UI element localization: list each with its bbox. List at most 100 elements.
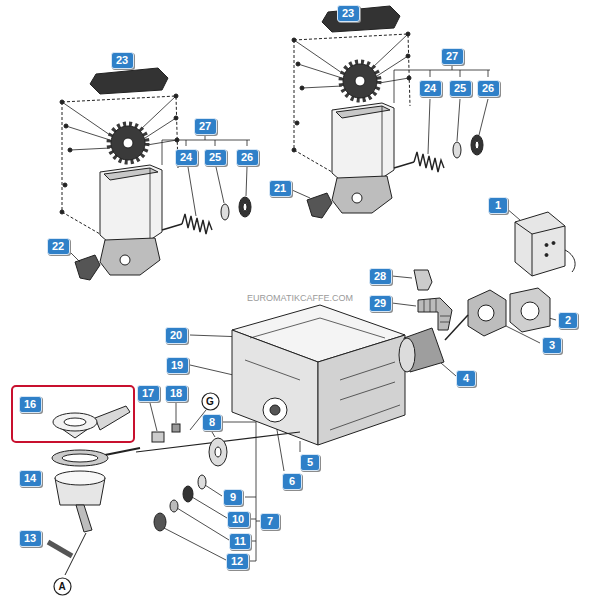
callout-number: 11 [234,535,246,548]
callout-number: 27 [446,50,458,63]
callout-number: 10 [227,511,250,528]
callout-number: 5 [307,456,313,469]
callout-number: 18 [170,387,182,400]
hopper-base [100,238,160,275]
callout-number: 3 [542,337,562,354]
callout-number: 14 [19,470,42,487]
watermark: EUROMATIKCAFFE.COM [247,293,353,304]
hopper-assembly [60,68,251,280]
reference-letter: A [58,580,65,593]
hopper-assembly [292,6,483,218]
callout-number: 24 [175,149,198,166]
nut-hole [243,203,247,211]
callout-number: 16 [24,398,36,411]
housing-hole [270,405,280,415]
funnel [53,413,97,431]
callout-number: 17 [142,387,154,400]
callout-number: 14 [24,472,36,485]
callout-number: 21 [274,182,286,195]
spring [182,214,212,234]
ring [221,204,229,220]
callout-number: 19 [166,357,189,374]
gear-plate [510,288,550,332]
callout-number: 4 [456,370,476,387]
callout-number: 23 [116,54,128,67]
callout-number: 12 [226,553,249,570]
callout-number: 3 [549,339,555,352]
highlight-frame [12,386,134,442]
housing-hole [263,398,287,422]
callout-number: 24 [419,80,442,97]
hopper-body [100,165,162,242]
callout-number: 26 [236,149,259,166]
callout-number: 9 [223,489,243,506]
callout-number: 18 [165,385,188,402]
callout-number: 1 [495,199,501,212]
callout-number: 7 [267,515,273,528]
callout-number: 29 [374,297,386,310]
drum-end [399,338,415,372]
funnel-mouth [64,418,86,426]
pin [48,542,72,556]
gearbox-hole [478,305,494,321]
callout-number: 6 [289,475,295,488]
disc [209,438,227,466]
gear [111,126,145,160]
hose-ribs [424,299,450,322]
hose [418,298,452,330]
motor-edge [515,222,565,276]
leader-lines [70,66,556,561]
callout-number: 25 [454,82,466,95]
callout-number: 11 [229,533,251,550]
housing-front [232,330,318,445]
motor [515,212,565,276]
callout-number: 7 [260,513,280,530]
funnel-handle [95,406,130,430]
callout-number: 19 [171,359,183,372]
elbow [414,270,432,290]
callout-number: 5 [300,454,320,471]
disc-hole [215,447,221,457]
ring [52,450,108,466]
ring-arm [105,448,140,455]
callout-number: 27 [194,118,217,135]
motor-dots [545,242,555,257]
callout-number: 26 [482,82,494,95]
callout-number: 4 [463,372,469,385]
callout-number: 25 [204,149,227,166]
callout-number: 24 [424,82,436,95]
callout-number: 20 [170,329,182,342]
lid-grip [90,68,168,94]
ring-hole [62,454,98,462]
callout-number: 6 [282,473,302,490]
callout-number: 16 [19,396,42,413]
motor-cable [565,250,575,272]
callout-number: 23 [337,5,360,22]
callout-number: 25 [449,80,472,97]
gear-hub [123,138,133,148]
spout [76,505,92,532]
gearbox [468,290,506,336]
callout-number: 8 [202,414,222,431]
reference-circle: G [201,392,220,411]
callout-number: 10 [232,513,244,526]
callout-number: 27 [199,120,211,133]
brewing-group [12,386,300,575]
callout-number: 17 [137,385,160,402]
gear-teeth [109,124,147,162]
callout-number: 13 [24,532,36,545]
washer [198,475,206,489]
part-piece [152,432,164,442]
callout-number: 9 [230,491,236,504]
reference-letter: G [206,395,214,408]
callout-number: 13 [19,530,42,547]
base-hole [120,255,130,265]
callout-number: 8 [209,416,215,429]
callout-number: 26 [241,151,253,164]
washer [170,500,178,512]
callout-number: 20 [165,327,188,344]
dosing-lever [75,255,100,280]
callout-number: 22 [47,238,70,255]
washer [183,486,193,502]
